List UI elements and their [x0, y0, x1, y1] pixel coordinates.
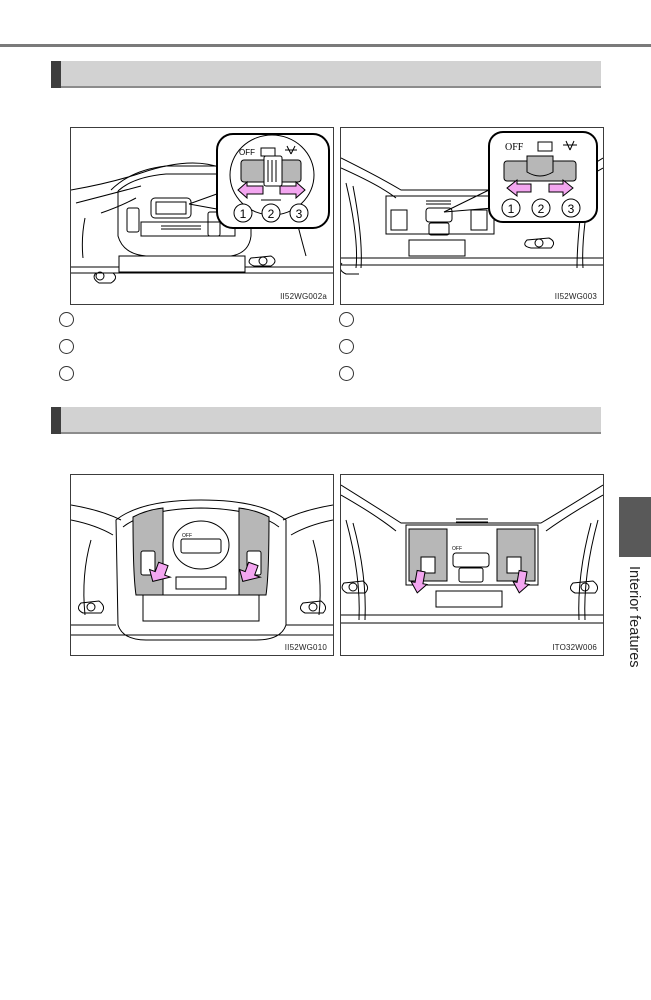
off-label-b: OFF	[505, 142, 524, 153]
switch-illustration-a: OFF	[71, 133, 333, 284]
header-rule	[0, 44, 651, 47]
legend-marker	[59, 366, 74, 381]
legend-left	[59, 312, 309, 393]
figure-personal-lights-a: OFF II52WG010	[70, 474, 334, 656]
callout-3: 3	[295, 207, 303, 221]
callout-1: 1	[507, 202, 515, 216]
personal-lights-illustration-a: OFF	[71, 499, 333, 641]
chapter-side-label: Interior features	[622, 566, 646, 676]
callout-3: 3	[567, 202, 575, 216]
figure-code: ITO32W006	[552, 643, 597, 652]
legend-item-2	[339, 339, 589, 366]
chapter-side-label-text: Interior features	[626, 566, 642, 668]
figure-code: II52WG003	[554, 292, 597, 301]
section-tab-marker	[51, 61, 61, 88]
figure-code: II52WG010	[284, 643, 327, 652]
section-tab-marker	[51, 407, 61, 434]
off-label-d: OFF	[452, 546, 462, 552]
off-label-c: OFF	[182, 533, 192, 539]
figure-interior-light-switch-b: OFF 1 2 3 II52WG003	[340, 127, 604, 305]
legend-marker	[339, 312, 354, 327]
legend-right	[339, 312, 589, 393]
off-label: OFF	[239, 148, 255, 157]
legend-item-2	[59, 339, 309, 366]
callout-2: 2	[537, 202, 545, 216]
legend-marker	[59, 312, 74, 327]
legend-marker	[59, 339, 74, 354]
figure-interior-light-switch-a: OFF 1 2 3 II52WG002a	[70, 127, 334, 305]
legend-marker	[339, 339, 354, 354]
section-heading-2	[51, 407, 601, 434]
chapter-thumb-tab	[619, 497, 651, 557]
section-heading-1	[51, 61, 601, 88]
legend-item-1	[339, 312, 589, 339]
legend-marker	[339, 366, 354, 381]
figure-code: II52WG002a	[280, 292, 327, 301]
legend-item-1	[59, 312, 309, 339]
legend-item-3	[339, 366, 589, 393]
callout-1: 1	[239, 207, 247, 221]
legend-item-3	[59, 366, 309, 393]
callout-2: 2	[267, 207, 275, 221]
figure-personal-lights-b: OFF ITO32W006	[340, 474, 604, 656]
personal-lights-illustration-b: OFF	[341, 484, 603, 624]
switch-illustration-b: OFF	[341, 131, 603, 275]
